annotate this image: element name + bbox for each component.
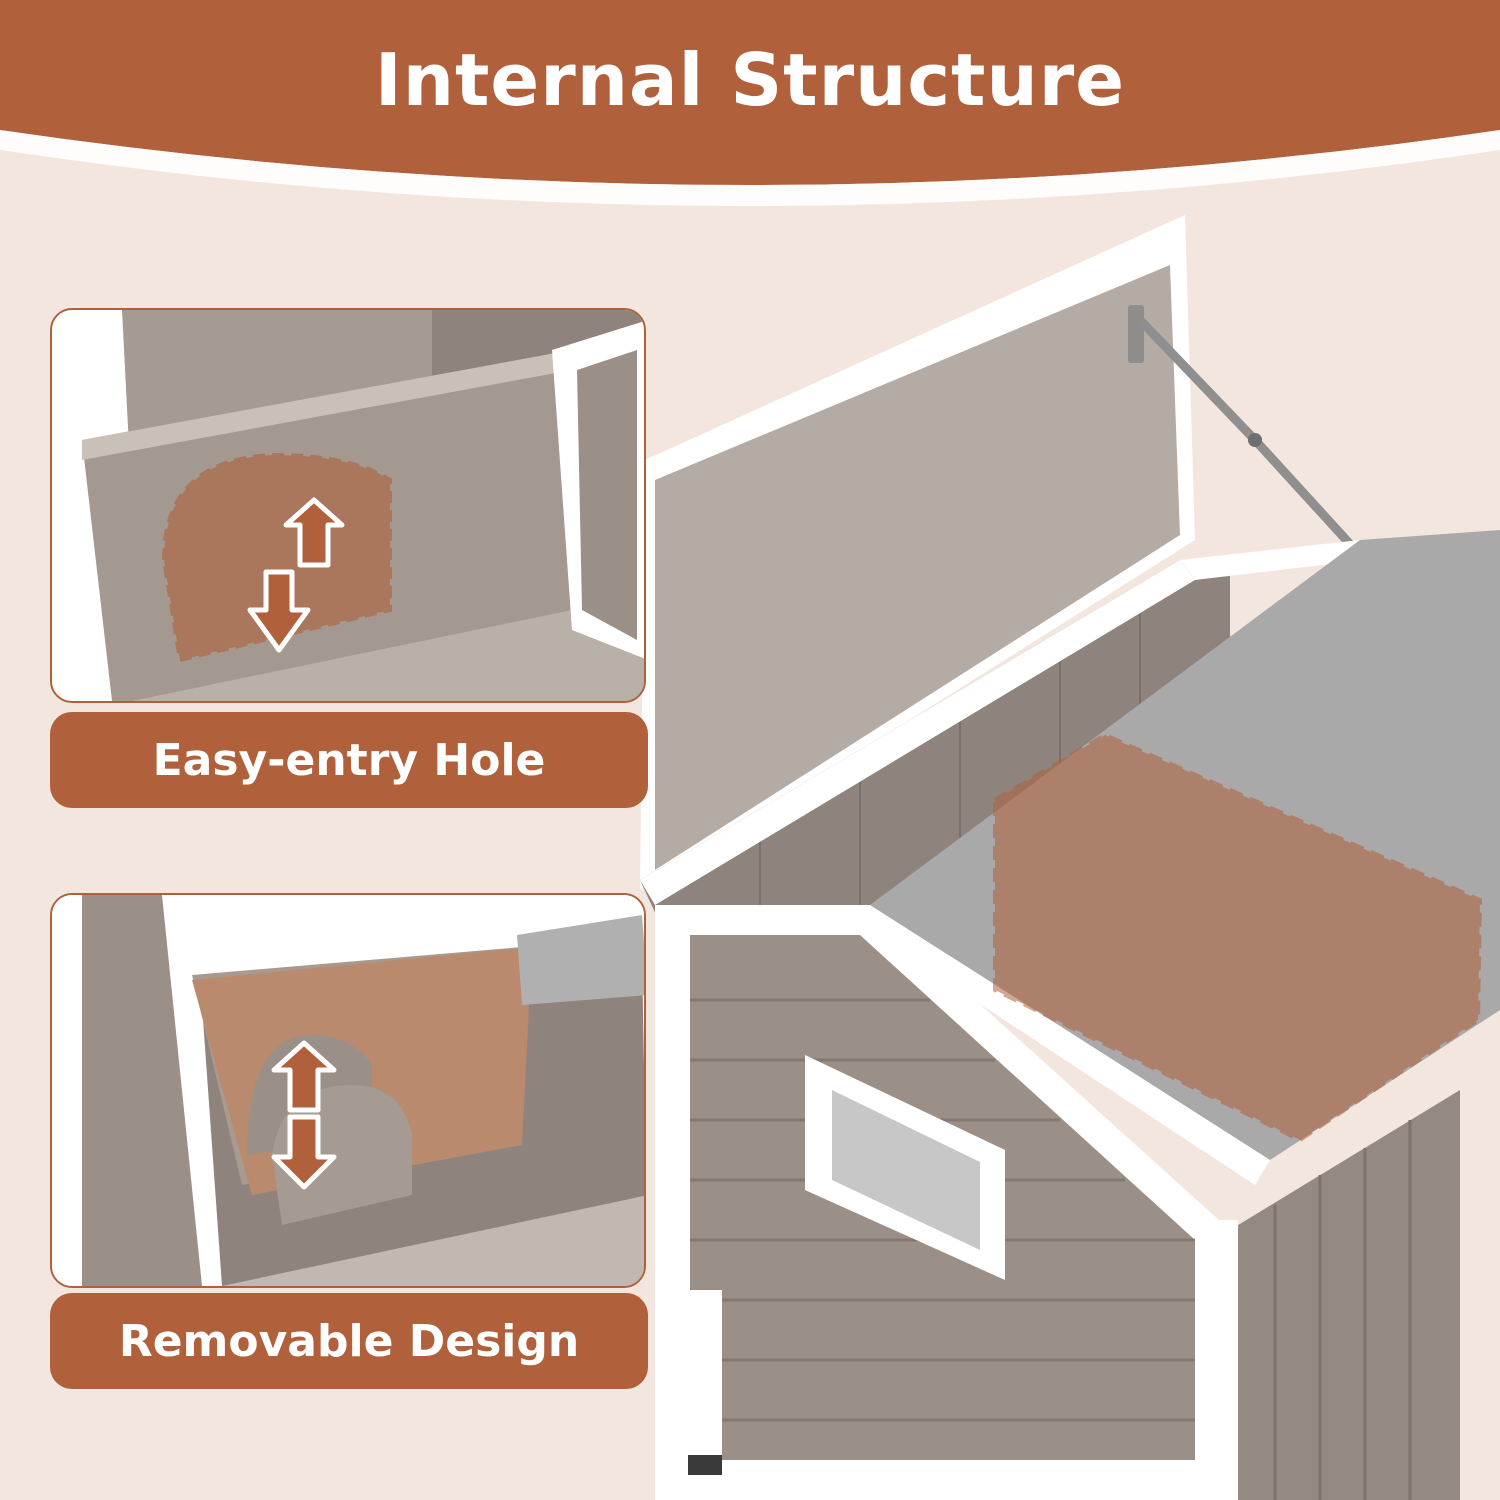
lid-support-arm [1136,316,1259,444]
up-arrow-icon [271,1040,337,1113]
lid-hinge-bracket [1128,305,1144,363]
down-arrow-icon [271,1114,337,1190]
easy-entry-label: Easy-entry Hole [50,712,648,808]
entry-hole-highlight [161,452,392,663]
house-leg [688,1290,722,1460]
removable-design-photo-panel [50,893,646,1288]
easy-entry-photo [52,310,644,701]
down-arrow-icon [247,569,311,653]
header-band [0,0,1500,185]
highlight-removable-roof [993,732,1483,1143]
easy-entry-photo-panel [50,308,646,703]
up-arrow-icon [283,497,345,568]
removable-design-photo [52,895,644,1286]
removable-design-label: Removable Design [50,1293,648,1389]
page-title: Internal Structure [374,38,1126,122]
side-wall [1230,1090,1460,1500]
